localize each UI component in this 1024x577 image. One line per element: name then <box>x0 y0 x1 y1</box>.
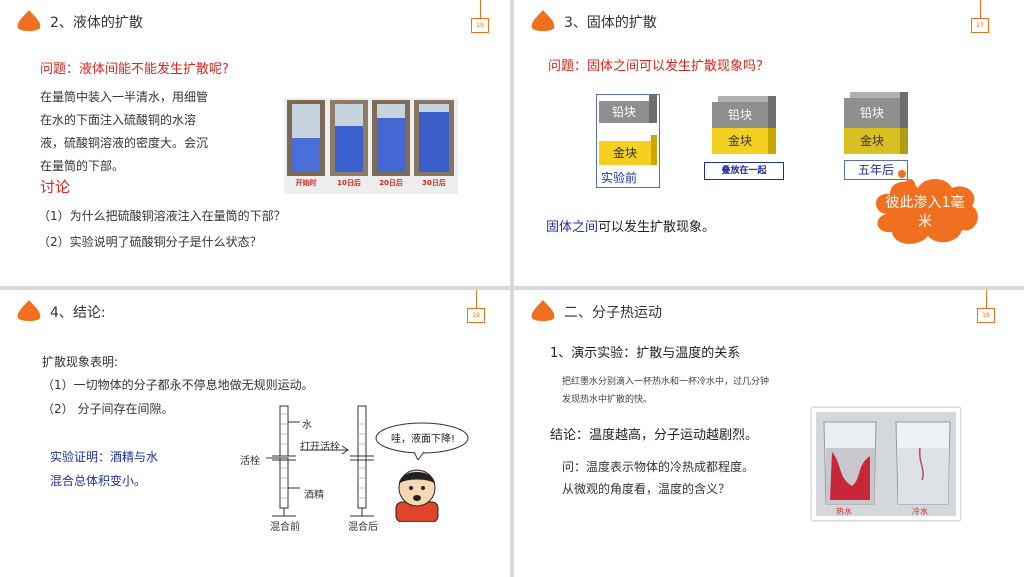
photo-label: 30日后 <box>422 179 446 187</box>
description-line-1: 把红墨水分别滴入一杯热水和一杯冷水中，过几分钟 <box>562 377 770 387</box>
beakers-photo: 热水 冷水 <box>812 408 960 520</box>
label-water: 水 <box>302 420 312 431</box>
photo-label: 20日后 <box>379 179 403 187</box>
page-number: 19 <box>467 308 485 323</box>
subheading: 1、演示实验：扩散与温度的关系 <box>550 346 741 361</box>
block-group-five-years: 铅块 金块 五年后 <box>844 92 910 182</box>
page-number: 19 <box>471 18 489 33</box>
conclusion-blue: 固体之间 <box>546 220 599 235</box>
slide-heading: 2、液体的扩散 <box>50 15 143 31</box>
slide-thermal-motion[interactable]: 二、分子热运动 19 1、演示实验：扩散与温度的关系 把红墨水分别滴入一杯热水和… <box>514 290 1024 577</box>
cloud-text: 彼此渗入1毫米 <box>885 195 965 230</box>
question-line-2: 从微观的角度看，温度的含义？ <box>562 482 731 496</box>
label-open-valve: 打开活栓 <box>300 442 340 453</box>
description-line-2: 发现热水中扩散的快。 <box>562 395 653 405</box>
lead-block: 铅块 <box>712 102 768 128</box>
slide-solid-diffusion[interactable]: 3、固体的扩散 17 问题：固体之间可以发生扩散现象吗？ 铅块 金块 实验前 铅… <box>514 0 1024 286</box>
photo-label: 10日后 <box>337 179 361 187</box>
orange-drop-icon <box>17 300 41 321</box>
orange-drop-icon <box>531 10 555 31</box>
lead-block-side <box>900 92 908 128</box>
tube-diagram <box>266 405 374 517</box>
page-marker-line <box>986 290 987 308</box>
slide-conclusion[interactable]: 4、结论: 19 扩散现象表明: （1）一切物体的分子都永不停息地做无规则运动。… <box>0 290 510 577</box>
page-marker-line <box>980 0 981 18</box>
cylinders-illustration <box>284 98 458 194</box>
boy-illustration <box>395 469 439 522</box>
gold-block: 金块 <box>712 128 768 154</box>
lead-block-side <box>768 96 776 128</box>
photo-labels: 开始时 10日后 20日后 30日后 <box>284 178 458 188</box>
block-group-together: 铅块 金块 叠放在一起 <box>704 96 784 182</box>
slide-heading: 4、结论: <box>50 305 106 321</box>
page-marker-line <box>476 290 477 308</box>
para-line: 在量筒中装入一半清水，用细管 <box>40 90 209 104</box>
page-number: 17 <box>971 18 989 33</box>
speech-bubble <box>375 422 469 460</box>
lead-block: 铅块 <box>599 101 649 123</box>
gold-block-side <box>651 135 657 165</box>
caption-five-years: 五年后 <box>844 160 908 180</box>
caption-together: 叠放在一起 <box>704 162 784 180</box>
gold-block-side <box>768 128 776 154</box>
label-valve: 活栓 <box>240 456 260 467</box>
conclusion-black: 可以发生扩散现象。 <box>598 220 716 235</box>
experiment-line-2: 混合总体积变小。 <box>50 474 147 488</box>
orange-drop-icon <box>17 10 41 31</box>
experiment-line-1: 实验证明：酒精与水 <box>50 450 159 464</box>
label-after-mix: 混合后 <box>348 522 378 533</box>
question-1: （1）为什么把硫酸铜溶液注入在量筒的下部？ <box>38 209 286 223</box>
slide-liquid-diffusion[interactable]: 2、液体的扩散 19 问题：液体间能不能发生扩散呢? 在量筒中装入一半清水，用细… <box>0 0 510 286</box>
gold-block: 金块 <box>844 128 900 154</box>
discuss-label: 讨论 <box>40 178 71 196</box>
conclusion-text: 结论：温度越高，分子运动越剧烈。 <box>550 428 759 443</box>
para-line: 在量筒的下部。 <box>40 159 125 173</box>
intro-text: 扩散现象表明: <box>42 355 119 369</box>
gold-block: 金块 <box>599 141 651 165</box>
lead-block-side <box>649 95 657 123</box>
speech-bubble-text: 哇，液面下降! <box>390 434 455 445</box>
cloud-shape <box>875 170 978 244</box>
slide-heading: 二、分子热运动 <box>564 305 662 321</box>
hot-water-label: 热水 <box>836 507 852 516</box>
lead-block: 铅块 <box>844 98 900 128</box>
question-line-1: 问：温度表示物体的冷热成都程度。 <box>562 460 755 474</box>
lead-block-top <box>718 96 774 102</box>
page-marker-line <box>480 0 481 18</box>
point-2: （2） 分子间存在间隙。 <box>42 402 174 416</box>
para-line: 在水的下面注入硫酸铜的水溶 <box>40 113 197 127</box>
lead-block-top <box>850 92 906 98</box>
orange-drop-icon <box>531 300 555 321</box>
page-number: 19 <box>977 308 995 323</box>
cylinder-photo: 开始时 10日后 20日后 30日后 <box>284 98 458 194</box>
block-group-before: 铅块 金块 实验前 <box>596 94 660 188</box>
point-1: （1）一切物体的分子都永不停息地做无规则运动。 <box>42 378 314 392</box>
conclusion-text: 固体之间可以发生扩散现象。 <box>546 216 715 235</box>
beakers-illustration <box>816 412 956 516</box>
gold-block-side <box>900 128 908 154</box>
label-alcohol: 酒精 <box>304 490 324 501</box>
question-text: 问题：固体之间可以发生扩散现象吗？ <box>548 59 770 74</box>
caption-before: 实验前 <box>601 171 638 185</box>
question-text: 问题：液体间能不能发生扩散呢? <box>40 62 229 77</box>
para-line: 液，硫酸铜溶液的密度大。会沉 <box>40 136 209 150</box>
cold-water-label: 冷水 <box>912 507 928 516</box>
slide-heading: 3、固体的扩散 <box>564 15 657 31</box>
question-2: （2）实验说明了硫酸铜分子是什么状态？ <box>38 235 262 249</box>
description-paragraph: 在量筒中装入一半清水，用细管 在水的下面注入硫酸铜的水溶 液，硫酸铜溶液的密度大… <box>40 86 208 178</box>
label-before-mix: 混合前 <box>270 522 300 533</box>
photo-label: 开始时 <box>295 179 317 187</box>
